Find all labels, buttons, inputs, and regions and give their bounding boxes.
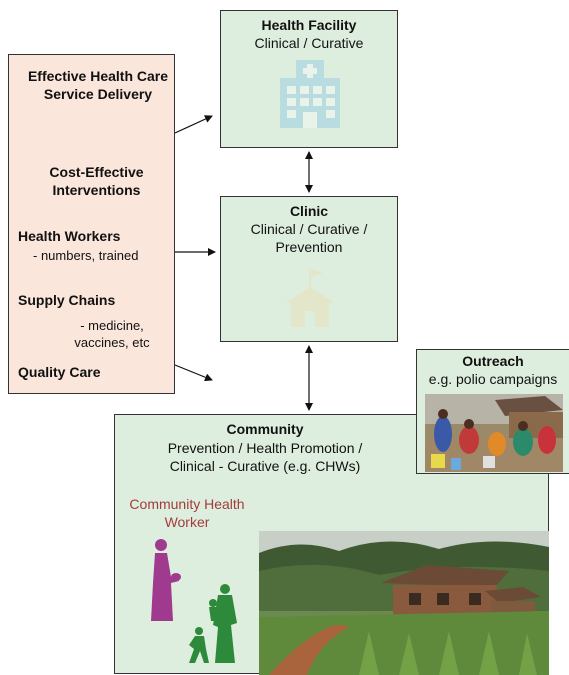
chw-label: Community Health Worker (129, 496, 245, 530)
factor-effective-delivery: Effective Health Care Service Delivery (27, 68, 169, 102)
community-line-2: Clinical - Curative (e.g. CHWs) (169, 458, 361, 474)
health-facility-title: Health Facility (261, 17, 357, 33)
health-system-factors-box: Effective Health Care Service Delivery C… (8, 54, 175, 394)
village-photo (259, 531, 549, 675)
health-facility-subtitle: Clinical / Curative (254, 35, 364, 51)
hospital-icon (280, 60, 340, 128)
community-line-1: Prevention / Health Promotion / (167, 440, 363, 456)
clinic-box: Clinic Clinical / Curative / Prevention (220, 196, 398, 342)
arrow-to-community (174, 364, 213, 382)
arrow-to-health-facility (174, 115, 213, 134)
community-title: Community (226, 421, 304, 437)
outreach-subtitle: e.g. polio campaigns (428, 371, 558, 387)
community-health-worker-figure (151, 539, 181, 621)
community-box: Community Prevention / Health Promotion … (114, 414, 549, 675)
health-facility-box: Health Facility Clinical / Curative (220, 10, 398, 148)
polio-campaign-photo (425, 394, 563, 472)
factor-supply-chains-detail: - medicine, vaccines, etc (74, 318, 150, 350)
clinic-title: Clinic (289, 203, 329, 219)
factor-quality-care: Quality Care (18, 364, 101, 380)
clinic-subtitle: Clinical / Curative / Prevention (250, 221, 368, 255)
factor-supply-chains: Supply Chains (18, 292, 116, 308)
factor-health-workers: Health Workers (18, 228, 121, 244)
house-flag-icon (285, 269, 335, 327)
mother-and-child-figure (189, 584, 237, 663)
outreach-title: Outreach (462, 353, 524, 369)
factor-health-workers-detail: - numbers, trained (33, 248, 139, 263)
outreach-box: Outreach e.g. polio campaigns (416, 349, 569, 474)
factor-cost-effective: Cost-Effective Interventions (49, 164, 144, 198)
